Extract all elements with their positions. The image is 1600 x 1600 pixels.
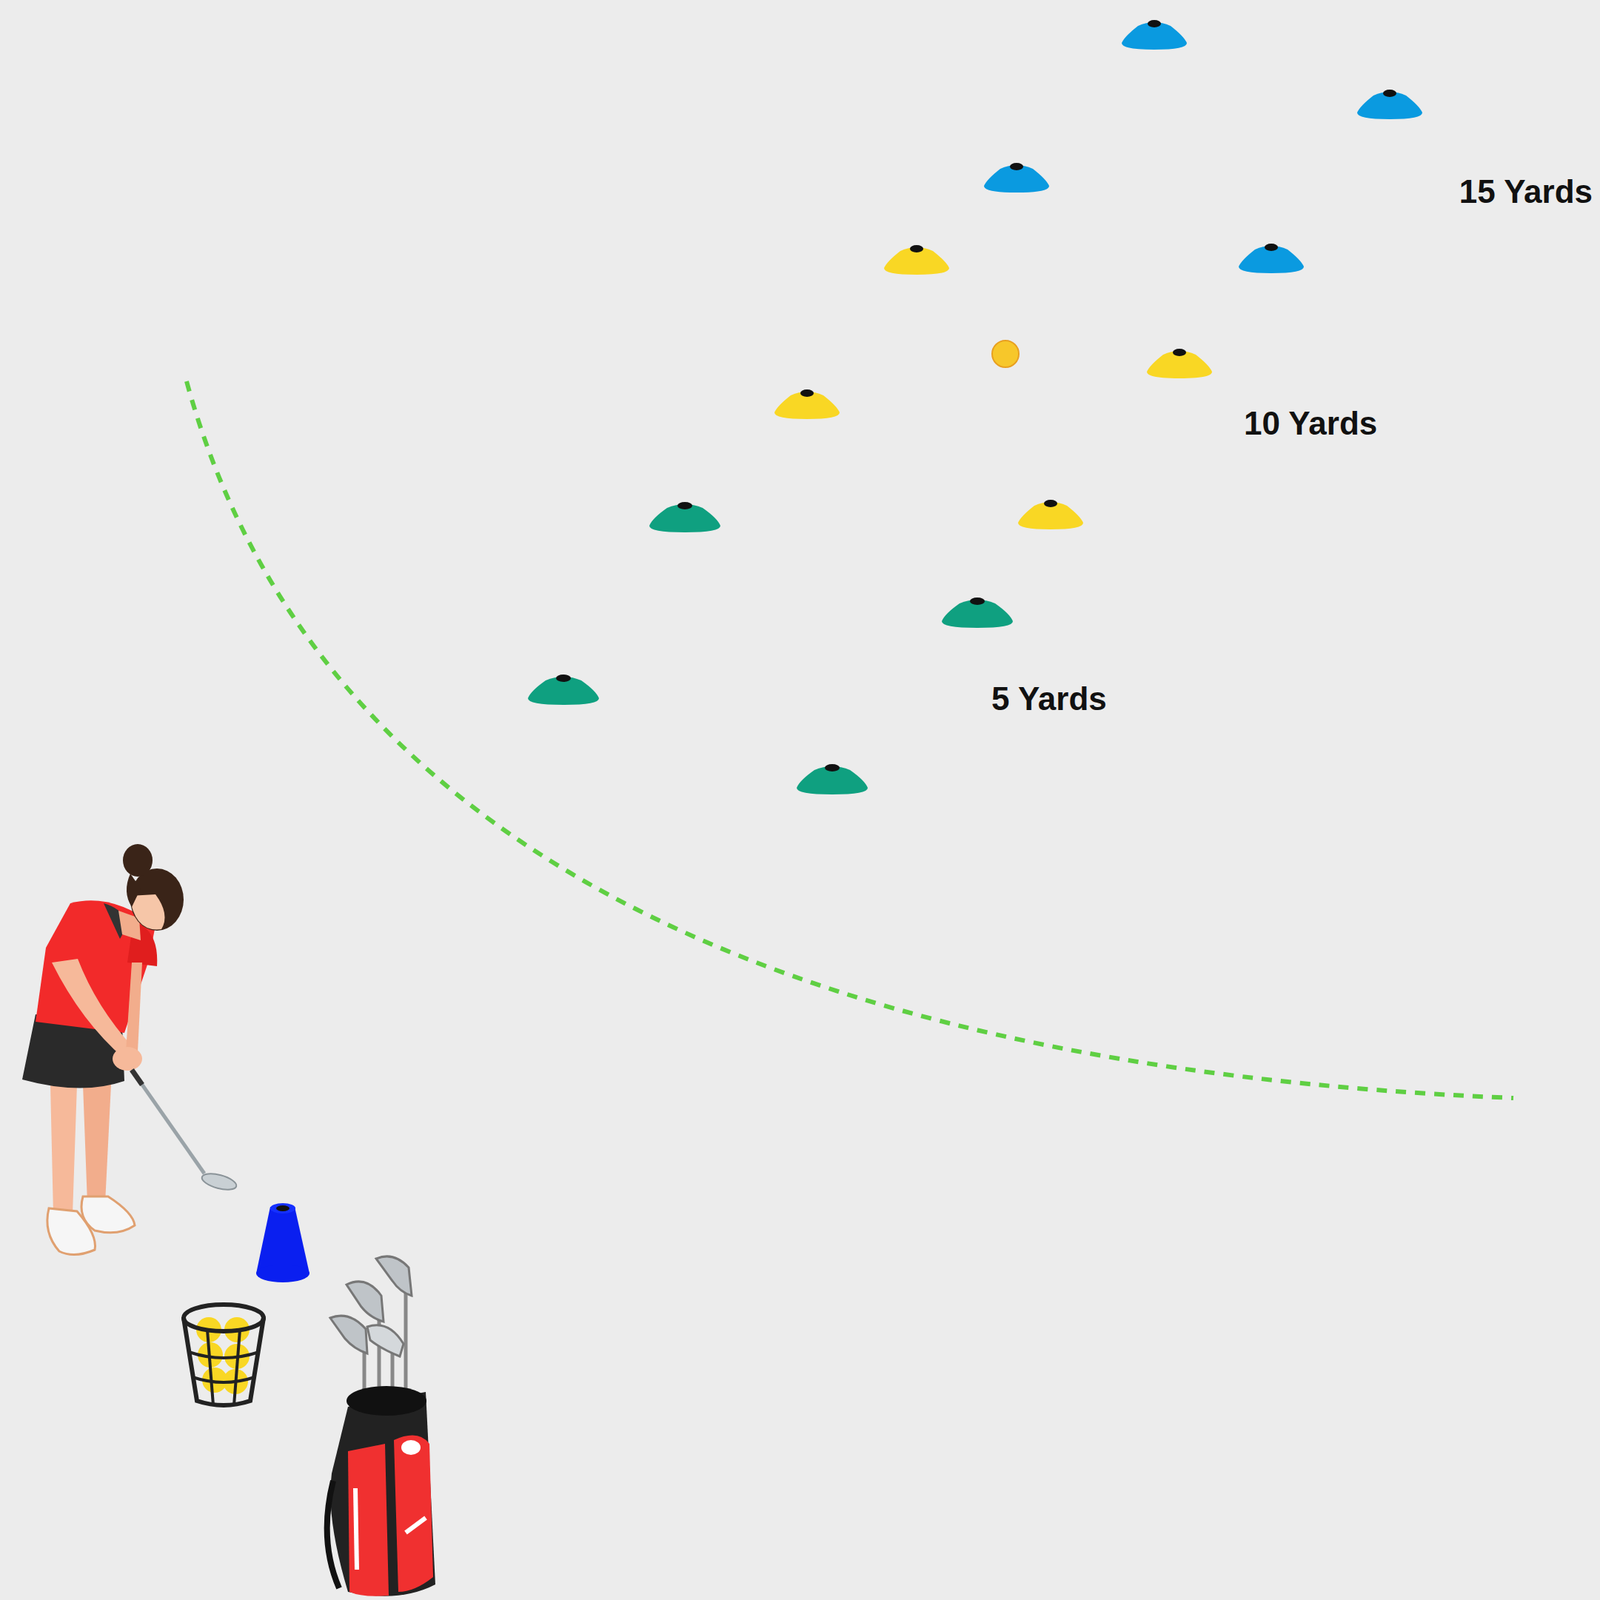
tall-cone <box>256 1203 310 1283</box>
yellow-cones <box>774 245 1213 530</box>
blue-cones <box>983 19 1423 274</box>
golfer <box>22 844 239 1255</box>
golf-ball <box>992 340 1019 368</box>
distance-label: 10 Yards <box>1243 407 1378 440</box>
boundary-arc <box>186 381 1514 1099</box>
golf-bag <box>327 1256 436 1597</box>
distance-label: 5 Yards <box>991 682 1107 716</box>
green-cones <box>527 501 1013 795</box>
ball-basket <box>183 1304 264 1406</box>
distance-label: 15 Yards <box>1459 175 1593 209</box>
